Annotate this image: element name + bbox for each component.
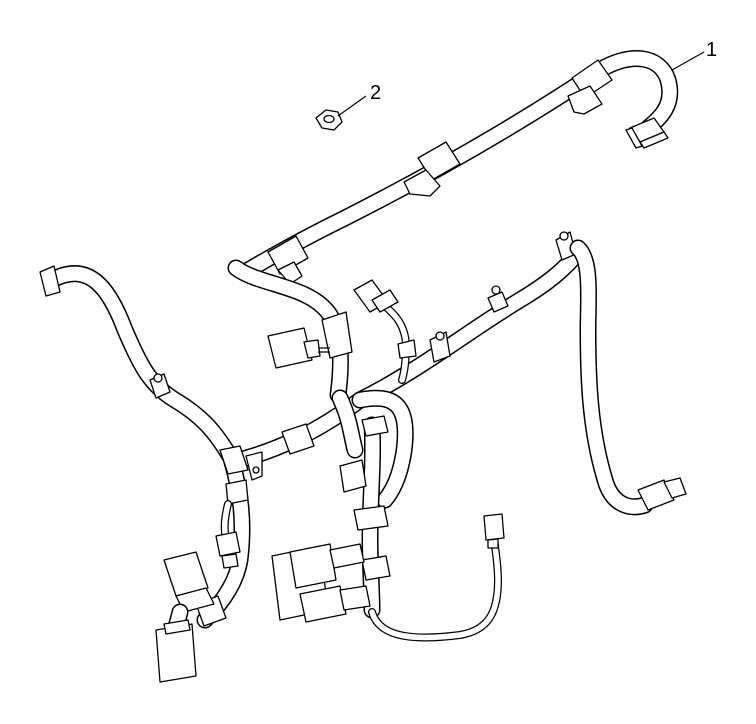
callout-leader-1 — [671, 51, 705, 71]
harness-clip-top-left — [267, 235, 309, 285]
connector-lower-left-small — [215, 531, 241, 569]
main-harness-trunk — [236, 50, 679, 281]
connector-center-left — [267, 327, 330, 369]
bottom-right-pigtail — [368, 513, 505, 642]
left-loop-branch — [39, 265, 241, 469]
harness-clip-top-middle — [403, 141, 461, 197]
connector-block-bottom — [271, 543, 371, 623]
connector-right-lower — [637, 477, 687, 511]
connector-top-right — [625, 117, 669, 149]
hex-nut-part-2 — [315, 109, 343, 131]
connector-bottom-left — [155, 619, 197, 683]
callout-label-1: 1 — [706, 39, 717, 61]
center-vertical-branch — [227, 259, 353, 404]
callout-leader-2 — [337, 95, 367, 117]
center-top-pigtail — [353, 279, 417, 384]
callout-label-2: 2 — [370, 82, 381, 104]
center-trunk-down — [331, 389, 414, 619]
middle-horizontal-harness — [223, 241, 589, 481]
connector-center-small — [339, 459, 367, 493]
right-down-branch — [569, 239, 654, 516]
harness-clip-top-right — [567, 59, 613, 115]
